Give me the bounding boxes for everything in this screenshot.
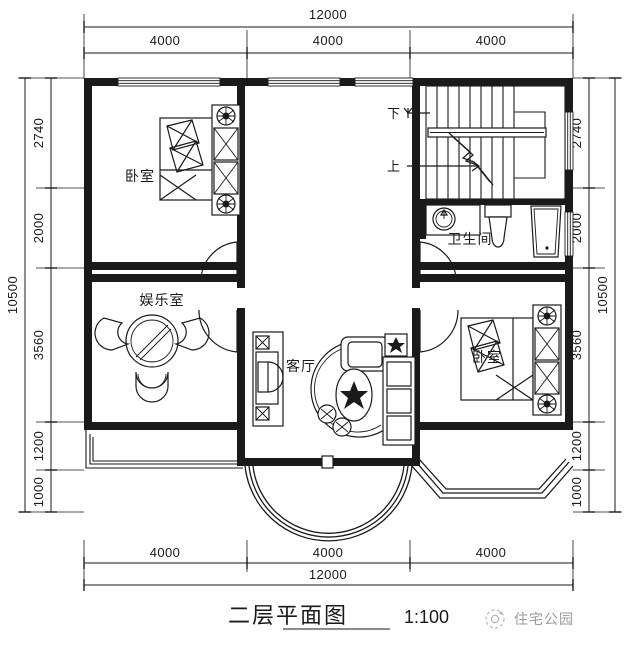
tv-cabinet-icon <box>252 331 284 427</box>
ottoman-icon-b <box>332 417 352 437</box>
nightstand-column-2 <box>532 304 562 416</box>
door-bedroom-upper-left <box>200 241 245 288</box>
room-label-bedroom-lower-right: 卧室 <box>472 349 502 366</box>
room-label-living-room: 客厅 <box>286 358 316 375</box>
dim-bottom-seg-1: 4000 <box>150 545 181 560</box>
bathtub-icon <box>530 205 562 258</box>
drawing-scale: 1:100 <box>404 607 449 627</box>
window-top-mid-a <box>267 77 341 87</box>
bottom-dimension-group: 4000 4000 4000 12000 <box>83 540 574 591</box>
vanity-counter-icon <box>425 204 481 236</box>
room-label-bedroom-upper-left: 卧室 <box>125 168 155 185</box>
dim-left-overall: 10500 <box>5 276 20 314</box>
doors-group <box>146 241 484 469</box>
dim-top-seg-1: 4000 <box>150 33 181 48</box>
bedroom-lower-right-furniture: 卧室 <box>460 304 562 416</box>
bed-icon-2 <box>460 317 534 401</box>
drawing-title: 二层平面图 <box>228 604 348 629</box>
side-table-plant-icon <box>384 333 408 357</box>
coffee-table-icon <box>335 368 373 422</box>
semicircular-balcony <box>244 465 413 542</box>
drawing-title-group: 二层平面图 1:100 <box>228 604 449 630</box>
dim-right-seg-5: 1000 <box>569 477 584 508</box>
dim-bottom-overall: 12000 <box>309 567 347 582</box>
top-dimension-group: 12000 4000 4000 4000 <box>83 7 574 78</box>
toilet-icon <box>484 204 512 248</box>
stair-up-label: 上 <box>387 160 400 175</box>
round-table-icon <box>125 314 179 368</box>
dim-left-seg-5: 1000 <box>31 477 46 508</box>
camera-logo-icon <box>485 609 505 629</box>
dim-bottom-seg-2: 4000 <box>313 545 344 560</box>
lamp-icon-top-2 <box>537 306 557 326</box>
bedroom-upper-left-furniture: 卧室 <box>125 104 241 216</box>
window-right-bath <box>564 211 574 257</box>
lamp-icon-bottom-2 <box>537 394 557 414</box>
watermark-group: 住宅公园 <box>485 609 574 629</box>
door-bedroom-lower-right <box>412 308 459 353</box>
dim-left-seg-3: 3560 <box>31 330 46 361</box>
chair-icon-left <box>94 317 131 351</box>
left-dimension-group: 10500 2740 2000 3560 1200 1000 <box>5 77 84 513</box>
dim-right-seg-4: 1200 <box>569 431 584 462</box>
windows-group <box>117 77 574 257</box>
door-bathroom <box>412 241 457 288</box>
dim-top-overall: 12000 <box>309 7 347 22</box>
chair-icon-right <box>173 317 210 351</box>
window-top-left <box>117 77 221 87</box>
watermark-label: 住宅公园 <box>514 612 574 628</box>
dim-top-seg-2: 4000 <box>313 33 344 48</box>
sofa-icon <box>382 356 416 446</box>
chamfered-bay-right <box>411 458 574 499</box>
armchair-icon <box>340 336 390 372</box>
window-right-upper <box>564 111 574 171</box>
sliding-door-balcony <box>237 455 420 469</box>
living-room-furniture: 客厅 <box>252 331 416 446</box>
lamp-icon-top <box>216 106 236 126</box>
staircase-group: 下 上 <box>387 85 566 200</box>
dim-bottom-seg-3: 4000 <box>476 545 507 560</box>
door-recreation-room <box>198 308 245 353</box>
stair-up-arrow-icon <box>407 160 481 172</box>
dim-left-seg-1: 2740 <box>31 118 46 149</box>
ottoman-icon-a <box>317 404 337 424</box>
room-label-bathroom: 卫生间 <box>448 232 493 248</box>
window-top-mid-b <box>354 77 414 87</box>
stair-down-label: 下 <box>387 107 400 122</box>
dim-left-seg-4: 1200 <box>31 431 46 462</box>
room-label-recreation-room: 娱乐室 <box>140 292 185 309</box>
lamp-icon-bottom <box>216 194 236 214</box>
dim-top-seg-3: 4000 <box>476 33 507 48</box>
chair-icon-bottom <box>135 371 169 403</box>
dim-right-overall: 10500 <box>595 276 610 314</box>
bathroom-fixtures: 卫生间 <box>425 204 562 258</box>
dim-left-seg-2: 2000 <box>31 213 46 244</box>
recreation-room-furniture: 娱乐室 <box>94 292 210 403</box>
stair-down-arrow-icon <box>403 107 430 118</box>
